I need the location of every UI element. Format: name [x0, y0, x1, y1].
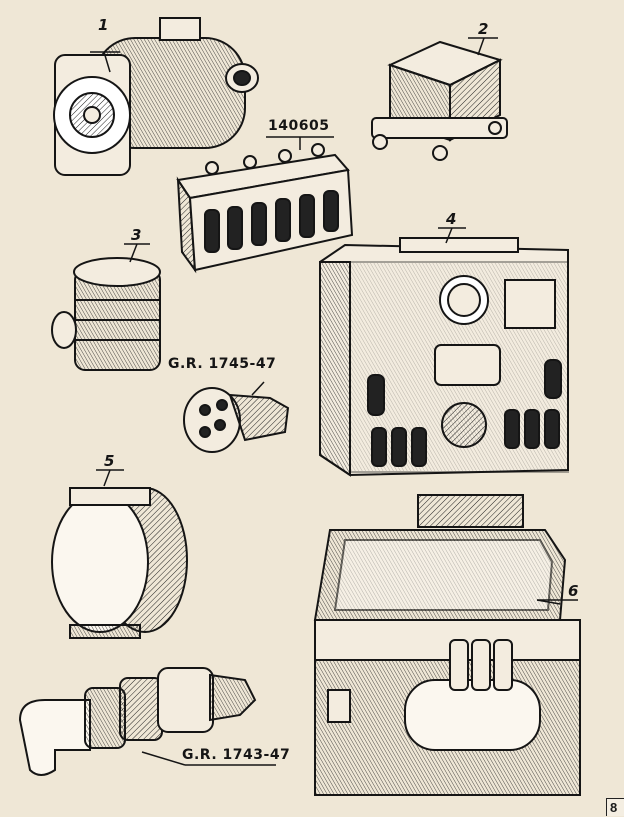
part-label-4: 4: [446, 210, 457, 228]
page-number: 8: [606, 798, 624, 816]
elbow-connector-1743-drawing: [18, 667, 257, 776]
terminal-block-drawing: [176, 143, 354, 274]
cylinder-connector-drawing: [51, 257, 161, 371]
plug-1745-drawing: [183, 387, 290, 453]
regulator-drawing: [371, 40, 508, 161]
part-code-gr-1745-47: G.R. 1745-47: [168, 356, 277, 372]
part-label-6: 6: [568, 582, 579, 600]
cover-cap-drawing: [51, 487, 188, 639]
part-label-5: 5: [104, 452, 115, 470]
control-panel-drawing: [319, 237, 569, 477]
part-label-1: 1: [98, 16, 109, 34]
part-code-gr-1743-47: G.R. 1743-47: [182, 747, 291, 763]
part-label-3: 3: [131, 226, 142, 244]
part-label-2: 2: [478, 20, 489, 38]
generator-drawing: [53, 17, 259, 176]
battery-box-drawing: [313, 494, 581, 796]
part-code-140605: 140605: [268, 118, 330, 134]
